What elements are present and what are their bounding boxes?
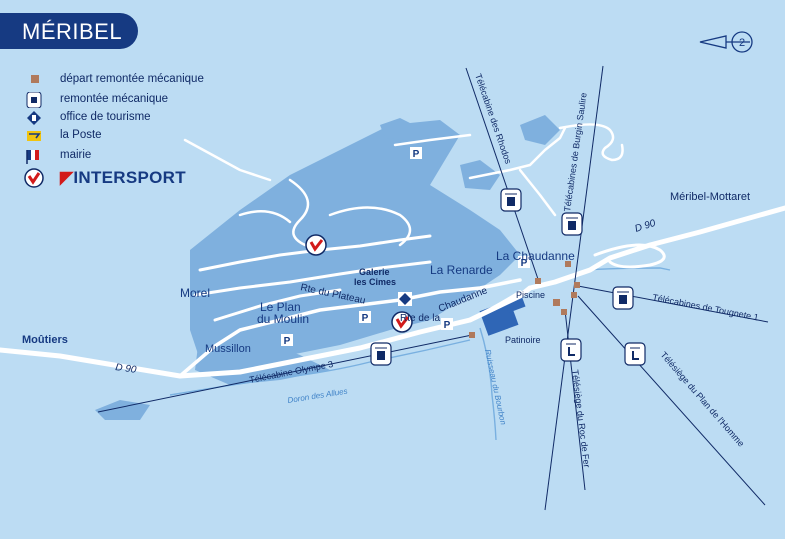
title-banner: MÉRIBEL [0, 13, 138, 49]
lift-line-plan-homme [577, 295, 766, 506]
depart-marker [565, 261, 571, 267]
lift-icons [370, 188, 646, 366]
lift-label-rhodos: Télécabine des Rhodos [473, 72, 513, 165]
place-meribel-mottaret: Méribel-Mottaret [670, 191, 750, 203]
lift-line-olympe [97, 334, 473, 413]
intersport-marker-icon [305, 234, 327, 256]
legend-label-office: office de tourisme [60, 111, 151, 123]
office-tourisme-icon [398, 292, 412, 306]
la-poste-icon [27, 131, 41, 141]
legend-label-remontee: remontée mécanique [60, 93, 169, 105]
depart-marker [469, 332, 475, 338]
parking-letter: P [362, 313, 369, 324]
depart-marker [561, 309, 567, 315]
lift-label-plan-homme: Télésiège du Plan de l'Homme [658, 350, 746, 449]
depart-markers [469, 261, 580, 338]
lift-icon [624, 342, 646, 366]
place-mussillon: Mussillon [205, 343, 251, 355]
office-tourisme-icon [27, 111, 41, 125]
place-piscine: Piscine [516, 290, 545, 300]
place-du-moulin: du Moulin [257, 312, 309, 326]
parking-icon: P [518, 256, 530, 269]
legend-label-depart: départ remontée mécanique [60, 73, 204, 85]
place-moutiers: Moûtiers [22, 334, 68, 346]
place-galerie: Galerie [359, 267, 390, 277]
depart-marker [535, 278, 541, 284]
parking-icon: P [410, 147, 422, 160]
legend-label-poste: la Poste [60, 129, 102, 141]
map-title: MÉRIBEL [22, 19, 123, 44]
intersport-swoosh-icon: ◤ [60, 168, 74, 187]
depart-marker-icon [31, 75, 39, 83]
parking-icon: P [359, 311, 371, 324]
lift-icon [560, 338, 582, 362]
depart-marker [574, 282, 580, 288]
place-la-renarde: La Renarde [430, 263, 493, 277]
water-label-doron: Doron des Allues [287, 387, 348, 405]
compass-number: 2 [739, 37, 745, 49]
lift-icon [561, 212, 583, 236]
parking-icon: P [281, 334, 293, 347]
lift-icon [500, 188, 522, 212]
place-patinoire: Patinoire [505, 335, 541, 345]
parking-letter: P [284, 336, 291, 347]
parking-letter: P [444, 320, 451, 331]
depart-marker [571, 292, 577, 298]
intersport-brand-text: INTERSPORT [73, 168, 186, 187]
intersport-marker-icon [391, 311, 413, 333]
parking-icons: P P P P P [281, 147, 530, 347]
place-morel: Morel [180, 286, 210, 300]
water-label-ruisseau: Ruisseau du Bourbon [483, 349, 508, 427]
place-les-cimes: les Cimes [354, 277, 396, 287]
mairie-flag-icon [26, 150, 39, 164]
legend-label-mairie: mairie [60, 149, 92, 161]
road-network [0, 123, 785, 379]
road-d90-right: D 90 [634, 218, 658, 235]
parking-icon: P [441, 318, 453, 331]
place-le-plan: Le Plan [260, 300, 301, 314]
parking-letter: P [413, 149, 420, 160]
ruisseau-stream [479, 327, 497, 441]
depart-marker [553, 299, 560, 306]
road-d90-left: D 90 [115, 362, 138, 376]
intersport-logo: ◤INTERSPORT [60, 168, 186, 188]
intersport-marker-icon [24, 168, 44, 188]
lift-icon [26, 92, 42, 108]
lift-label-tougnete: Télécabines de Tougnete 1 [652, 292, 760, 322]
lift-label-burgin: Télécabines de Burgin Saulire [562, 92, 589, 212]
lift-line-tougnete [577, 285, 769, 323]
compass-arrow-icon: 2 [699, 31, 753, 53]
road-rte-de-la: Rte de la [400, 313, 440, 324]
lift-icon [612, 286, 634, 310]
place-la-chaudanne: La Chaudanne [496, 249, 575, 263]
lift-icon [370, 342, 392, 366]
parking-letter: P [521, 258, 528, 269]
lift-label-roc-de-fer: Télésiège du Roc de Fer [570, 369, 592, 468]
lift-line-rhodos [465, 67, 540, 283]
